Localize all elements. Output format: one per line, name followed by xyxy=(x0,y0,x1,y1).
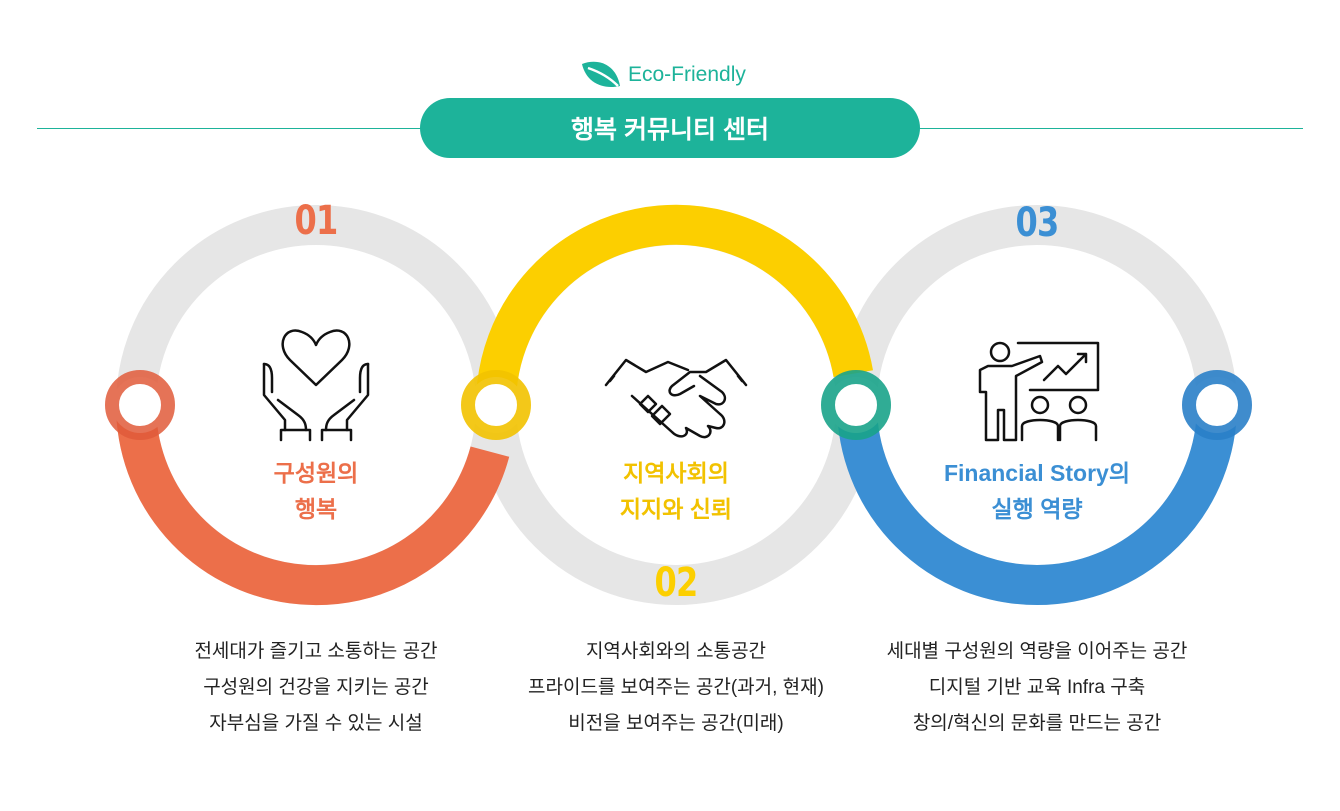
title-line: 지역사회의 xyxy=(623,460,729,486)
title-line: 실행 역량 xyxy=(991,496,1083,522)
ring-1-arc xyxy=(116,404,510,606)
presentation-icon xyxy=(978,341,1100,442)
node-2 xyxy=(461,370,531,440)
step-number-1: 01 xyxy=(294,198,339,244)
desc-line: 디지털 기반 교육 Infra 구축 xyxy=(928,677,1146,698)
desc-line: 창의/혁신의 문화를 만드는 공간 xyxy=(912,713,1162,734)
item-1-description: 전세대가 즐기고 소통하는 공간 구성원의 건강을 지키는 공간 자부심을 가질… xyxy=(106,634,526,742)
title-line: 구성원의 xyxy=(273,460,359,486)
desc-line: 지역사회와의 소통공간 xyxy=(585,641,767,662)
hands-heart-icon xyxy=(262,329,370,442)
leaf-icon xyxy=(582,61,620,88)
header-divider-left xyxy=(37,128,422,129)
title-line: 지지와 신뢰 xyxy=(619,496,733,522)
step-number-3: 03 xyxy=(1015,200,1060,246)
desc-line: 전세대가 즐기고 소통하는 공간 xyxy=(194,641,438,662)
step-number-2: 02 xyxy=(654,560,699,606)
desc-line: 비전을 보여주는 공간(미래) xyxy=(568,713,784,734)
title-line: 행복 xyxy=(294,496,338,522)
desc-line: 구성원의 건강을 지키는 공간 xyxy=(203,677,429,698)
node-1 xyxy=(105,370,175,440)
title-line: Financial Story의 xyxy=(943,460,1131,486)
item-2-description: 지역사회와의 소통공간 프라이드를 보여주는 공간(과거, 현재) 비전을 보여… xyxy=(466,634,886,742)
desc-line: 프라이드를 보여주는 공간(과거, 현재) xyxy=(528,677,824,698)
item-1-title: 구성원의 행복 xyxy=(166,455,466,527)
ring-3-arc xyxy=(837,404,1237,605)
item-3-title: Financial Story의 실행 역량 xyxy=(887,455,1187,527)
handshake-icon xyxy=(604,358,748,439)
logo-text: Eco-Friendly xyxy=(628,63,746,86)
node-4 xyxy=(1182,370,1252,440)
eco-friendly-logo: Eco-Friendly xyxy=(580,60,746,90)
ring-2-arc xyxy=(476,204,873,406)
header-divider-right xyxy=(918,128,1303,129)
node-3 xyxy=(821,370,891,440)
item-3-description: 세대별 구성원의 역량을 이어주는 공간 디지털 기반 교육 Infra 구축 … xyxy=(827,634,1247,742)
page-title: 행복 커뮤니티 센터 xyxy=(420,98,920,158)
desc-line: 자부심을 가질 수 있는 시설 xyxy=(209,713,423,734)
desc-line: 세대별 구성원의 역량을 이어주는 공간 xyxy=(886,641,1188,662)
item-2-title: 지역사회의 지지와 신뢰 xyxy=(526,455,826,527)
